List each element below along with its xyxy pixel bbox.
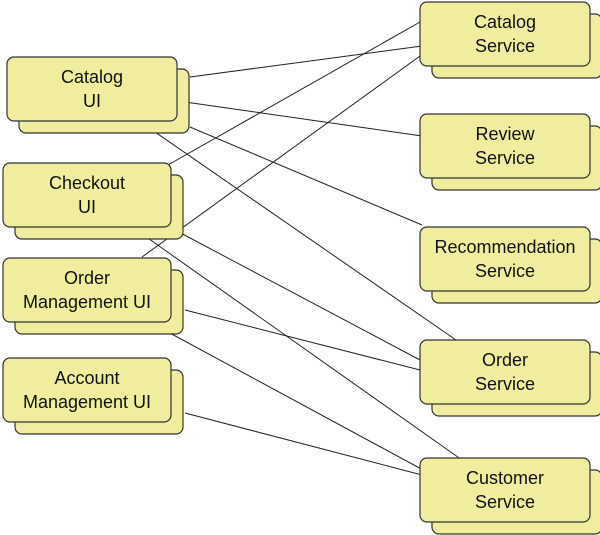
node-label-line: Account	[54, 368, 119, 388]
node-label-line: Catalog	[474, 12, 536, 32]
node-box	[419, 457, 591, 523]
node-box	[419, 339, 591, 405]
node-box	[2, 257, 172, 323]
edge-order-management-ui-to-catalog-service	[141, 55, 421, 258]
node-label-line: Management UI	[23, 392, 151, 412]
edge-catalog-ui-to-recommendation-service	[189, 126, 423, 226]
node-label-line: Service	[475, 148, 535, 168]
edge-account-management-ui-to-customer-service	[184, 412, 423, 476]
edge-checkout-ui-to-customer-service	[134, 228, 463, 461]
node-label-line: Service	[475, 492, 535, 512]
node-label-line: Recommendation	[434, 237, 575, 257]
edge-order-management-ui-to-customer-service	[154, 324, 426, 472]
edge-checkout-ui-to-order-service	[174, 229, 421, 361]
node-box	[419, 226, 591, 292]
node-label-line: Service	[475, 374, 535, 394]
edge-order-management-ui-to-order-service	[184, 309, 421, 371]
node-label-line: Service	[475, 261, 535, 281]
node-box	[2, 357, 172, 423]
node-label-line: Checkout	[49, 173, 125, 193]
node-label-line: Service	[475, 36, 535, 56]
edge-catalog-ui-to-review-service	[184, 101, 423, 137]
node-label-line: Customer	[466, 468, 544, 488]
node-label-line: Management UI	[23, 292, 151, 312]
node-box	[6, 56, 178, 122]
node-label-line: Order	[482, 350, 528, 370]
edges-layer	[134, 21, 463, 476]
node-box	[2, 162, 172, 228]
edge-catalog-ui-to-catalog-service	[189, 45, 423, 78]
node-label-line: Review	[475, 124, 535, 144]
node-label-line: UI	[83, 91, 101, 111]
node-label-line: UI	[78, 197, 96, 217]
edge-catalog-ui-to-order-service	[141, 122, 457, 341]
node-box	[419, 1, 591, 67]
edge-checkout-ui-to-catalog-service	[167, 21, 421, 166]
node-label-line: Order	[64, 268, 110, 288]
node-label-line: Catalog	[61, 67, 123, 87]
node-box	[419, 113, 591, 179]
